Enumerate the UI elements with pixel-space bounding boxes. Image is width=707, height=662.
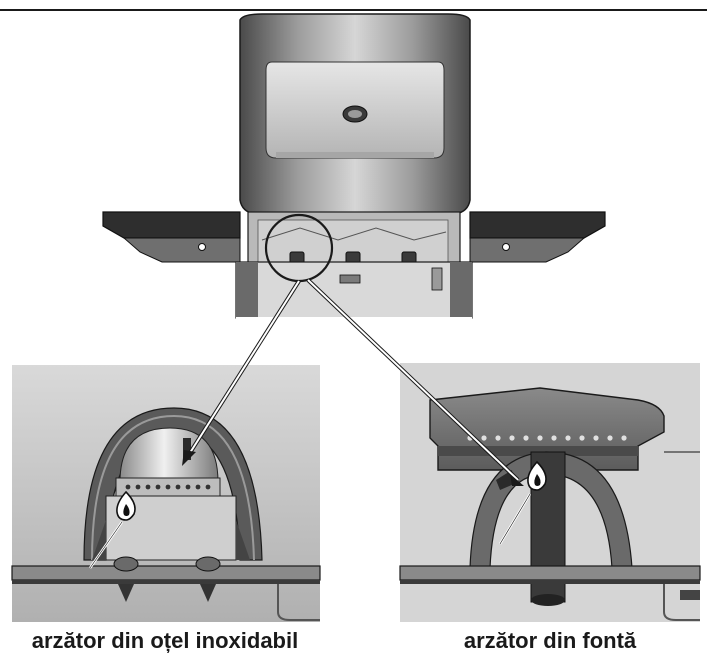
inset-cast-iron-burner — [399, 363, 701, 622]
grill-main — [102, 13, 606, 319]
caption-cast-iron-burner: arzător din fontă — [463, 628, 637, 653]
zoom-callout-lines — [182, 278, 524, 486]
flame-icon — [527, 460, 547, 491]
flame-icon — [116, 490, 136, 521]
inset-stainless-burner — [11, 365, 321, 622]
top-rule — [0, 9, 707, 11]
caption-stainless-burner: arzător din oțel inoxidabil — [31, 628, 299, 653]
